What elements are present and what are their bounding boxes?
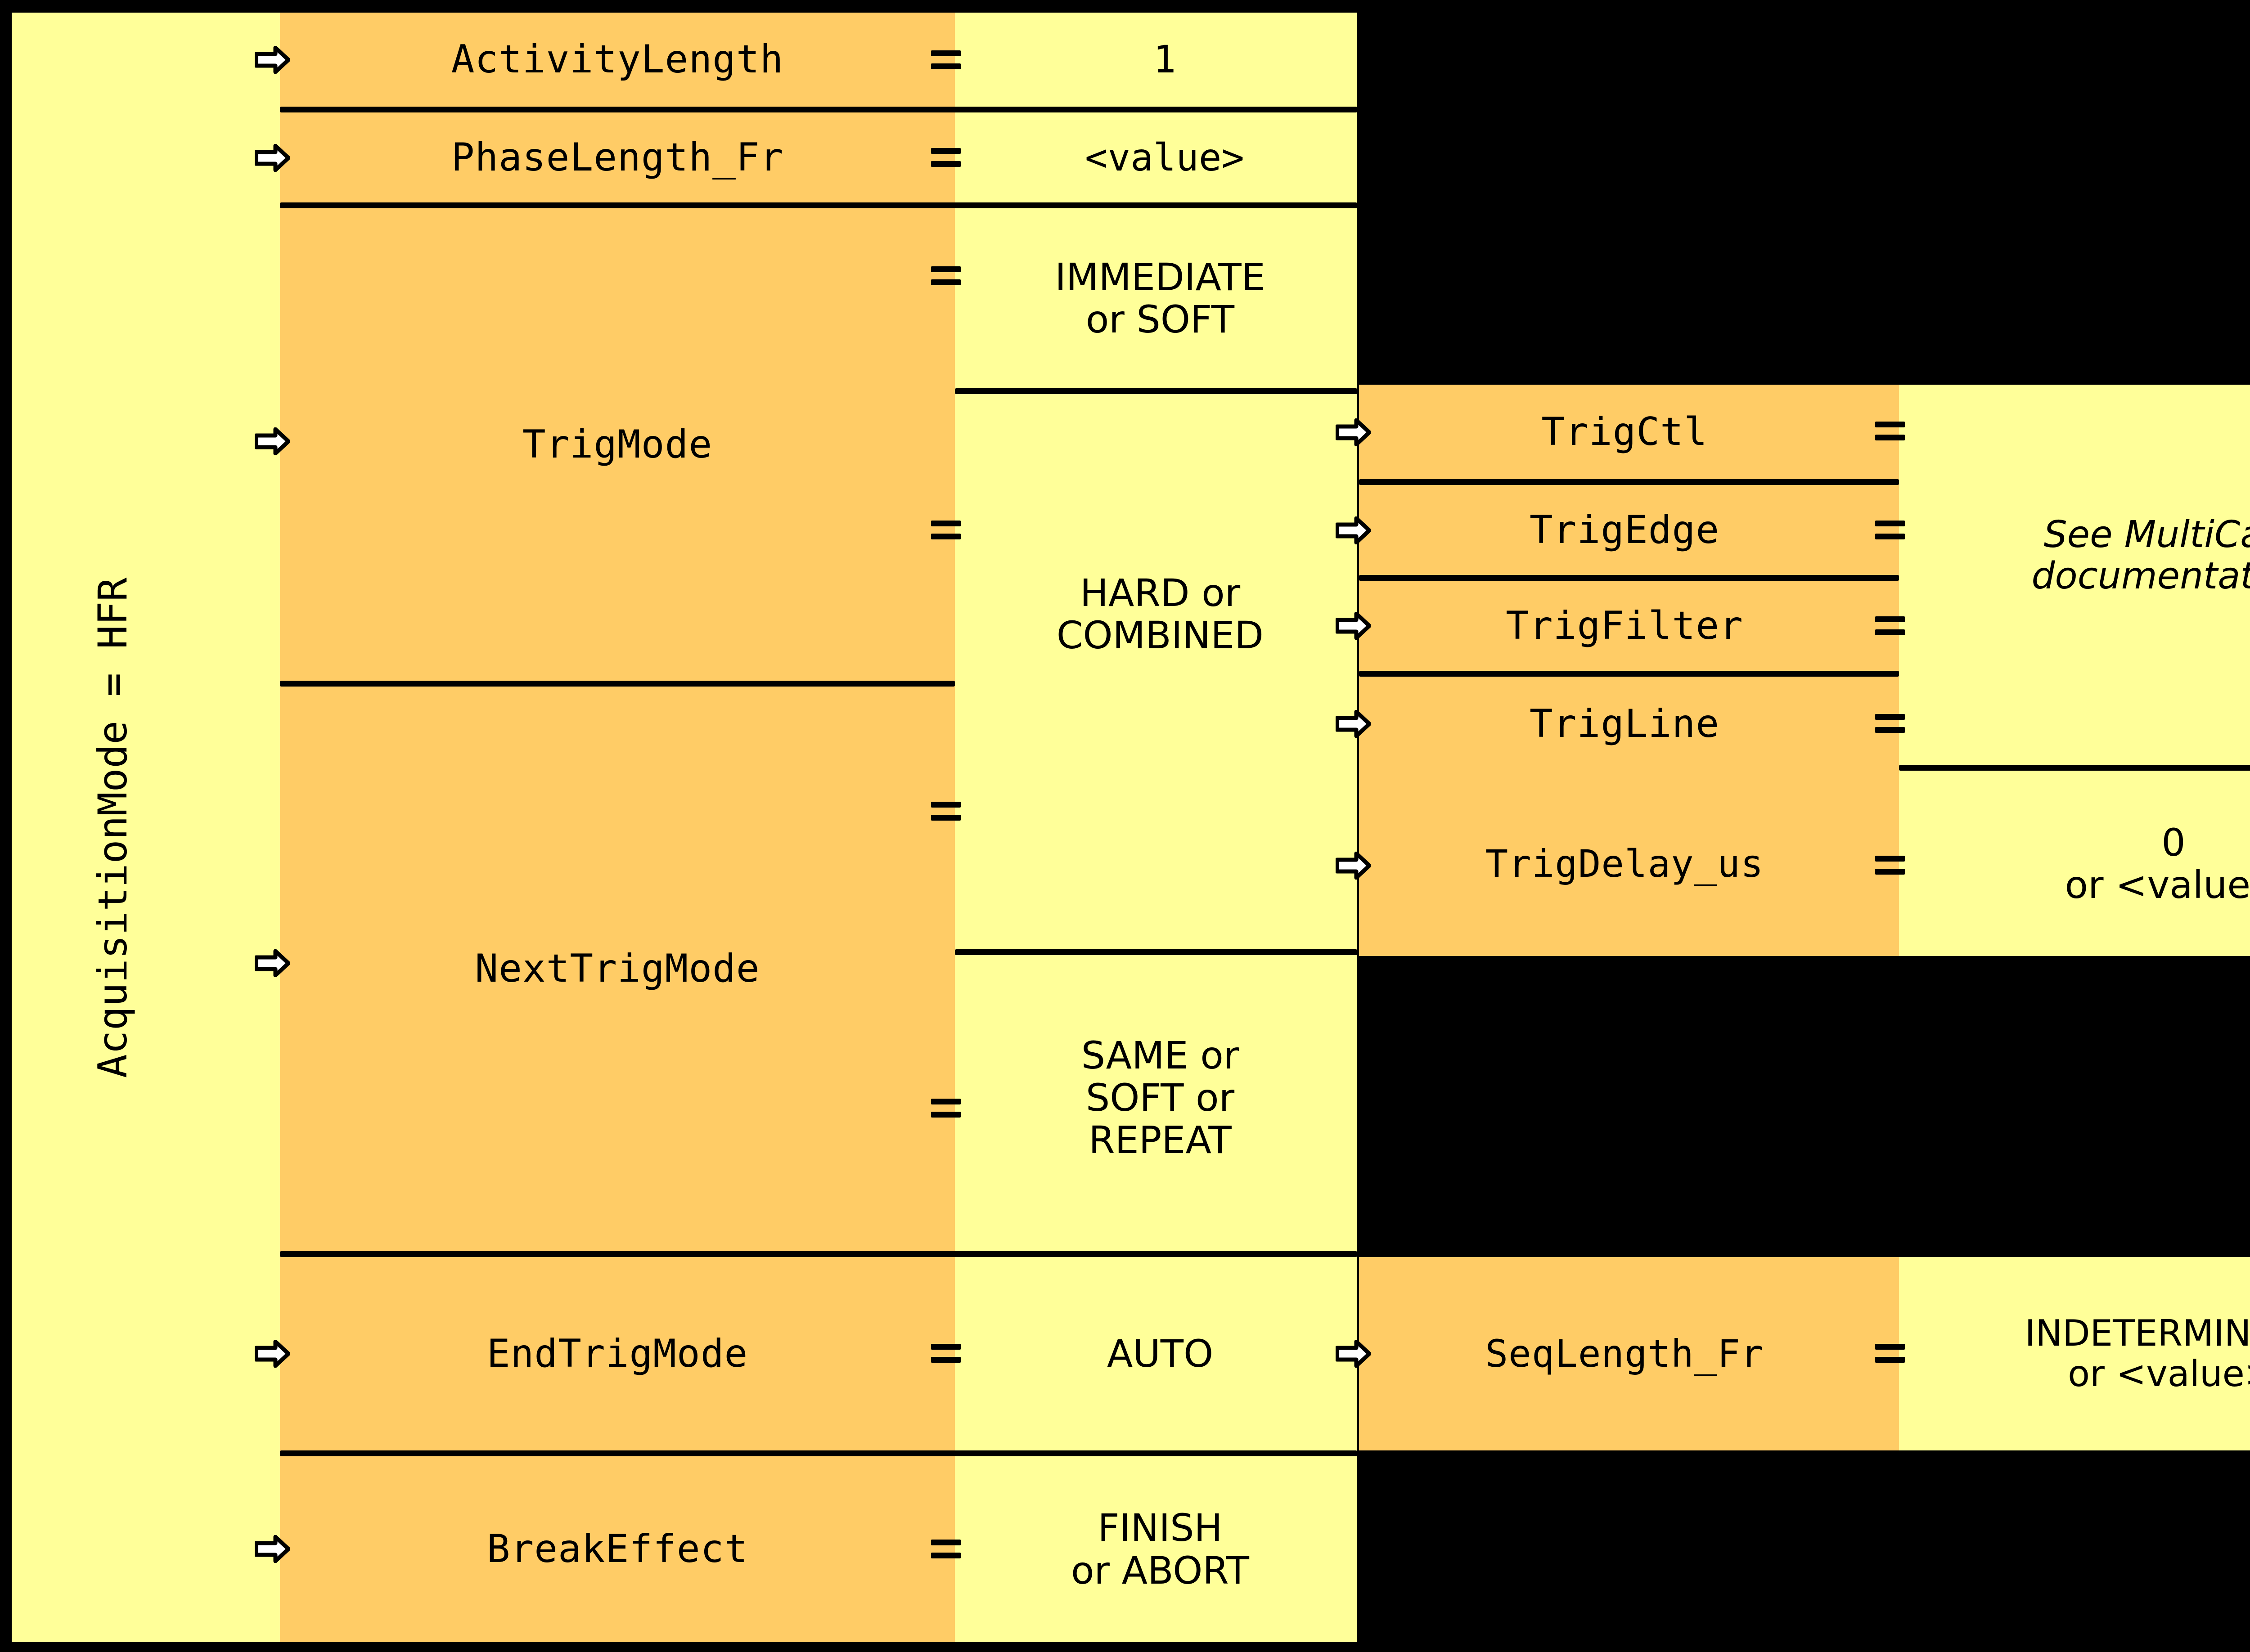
param-trig-filter: TrigFilter bbox=[1506, 603, 1743, 648]
param-break-effect: BreakEffect bbox=[486, 1526, 748, 1572]
equals-next-trig-mode-upper bbox=[931, 801, 961, 822]
root-label: AcquisitionMode = HFR bbox=[89, 577, 136, 1078]
divider-2 bbox=[280, 202, 1357, 208]
right-arrow-icon bbox=[1336, 418, 1371, 446]
equals-trig-line bbox=[1875, 713, 1905, 734]
equals-trig-edge bbox=[1875, 520, 1905, 540]
param-trig-edge: TrigEdge bbox=[1529, 507, 1720, 552]
divider-sub-3 bbox=[1359, 671, 1899, 677]
equals-trig-delay-us bbox=[1875, 855, 1905, 875]
right-arrow-icon bbox=[1336, 516, 1371, 544]
param-column-seq bbox=[1359, 1257, 1899, 1450]
right-arrow-icon bbox=[255, 1535, 290, 1563]
equals-trig-mode-hard bbox=[931, 520, 961, 540]
right-arrow-icon bbox=[1336, 852, 1371, 880]
equals-next-trig-mode bbox=[931, 1098, 961, 1118]
right-arrow-icon bbox=[255, 144, 290, 172]
divider-3 bbox=[280, 681, 955, 687]
equals-phase-length-fr bbox=[931, 147, 961, 168]
param-phase-length-fr: PhaseLength_Fr bbox=[451, 135, 784, 180]
divider-5 bbox=[280, 1450, 1357, 1456]
equals-trig-mode-immediate bbox=[931, 265, 961, 286]
divider-sub-4 bbox=[1899, 765, 2250, 771]
equals-break-effect bbox=[931, 1539, 961, 1559]
divider-sub-2 bbox=[1359, 575, 1899, 581]
equals-trig-ctl bbox=[1875, 421, 1905, 441]
value-trig-mode-hard: HARD or COMBINED bbox=[1056, 570, 1264, 657]
value-seq-length-fr: INDETERMINATE or <value> bbox=[2025, 1312, 2250, 1395]
param-trig-line: TrigLine bbox=[1529, 701, 1720, 746]
param-end-trig-mode: EndTrigMode bbox=[486, 1331, 748, 1376]
equals-end-trig-mode bbox=[931, 1343, 961, 1364]
sub-note-multicam: See MultiCam documentation bbox=[2031, 513, 2250, 597]
right-arrow-icon bbox=[1336, 710, 1371, 738]
right-arrow-icon bbox=[1336, 612, 1371, 640]
equals-activity-length bbox=[931, 49, 961, 70]
value-break-effect: FINISH or ABORT bbox=[1071, 1506, 1249, 1593]
right-arrow-icon bbox=[255, 46, 290, 74]
param-trig-delay-us: TrigDelay_us bbox=[1485, 841, 1764, 886]
divider-nexttrig-values bbox=[955, 949, 1357, 955]
value-trig-delay-us: 0 or <value> bbox=[2065, 820, 2250, 907]
param-trig-mode: TrigMode bbox=[522, 422, 713, 467]
equals-seq-length-fr bbox=[1875, 1343, 1905, 1364]
value-trig-mode-immediate: IMMEDIATE or SOFT bbox=[1055, 255, 1265, 341]
right-arrow-icon bbox=[255, 427, 290, 455]
param-seq-length-fr: SeqLength_Fr bbox=[1485, 1331, 1764, 1376]
param-column-main bbox=[280, 13, 955, 1642]
right-arrow-icon bbox=[1336, 1340, 1371, 1368]
param-trig-ctl: TrigCtl bbox=[1541, 409, 1708, 454]
divider-4 bbox=[280, 1251, 1357, 1257]
value-next-trig-mode: SAME or SOFT or REPEAT bbox=[1081, 1033, 1239, 1163]
right-arrow-icon bbox=[255, 1340, 290, 1368]
value-phase-length-fr: <value> bbox=[1084, 135, 1244, 180]
value-activity-length: 1 bbox=[1153, 37, 1176, 82]
divider-sub-1 bbox=[1359, 479, 1899, 485]
value-end-trig-mode: AUTO bbox=[1107, 1331, 1214, 1376]
right-arrow-icon bbox=[255, 949, 290, 977]
divider-trigmode-values bbox=[955, 388, 1357, 394]
equals-trig-filter bbox=[1875, 615, 1905, 636]
divider-1 bbox=[280, 107, 1357, 112]
param-next-trig-mode: NextTrigMode bbox=[475, 946, 760, 992]
param-activity-length: ActivityLength bbox=[451, 37, 784, 82]
